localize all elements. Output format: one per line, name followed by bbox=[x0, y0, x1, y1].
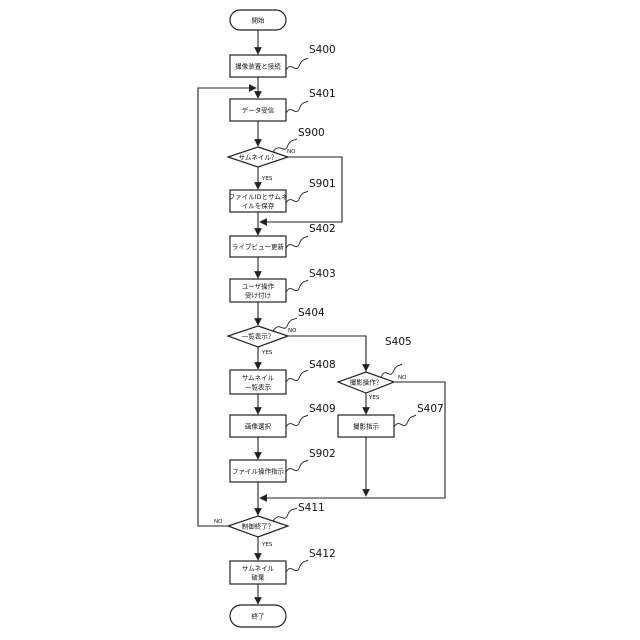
step-label-s407: S407 bbox=[417, 403, 444, 415]
branch-s411-no: NO bbox=[214, 519, 223, 525]
step-label-s405: S405 bbox=[385, 336, 412, 348]
label-s412-line1: サムネイル bbox=[242, 565, 275, 573]
label-s408-line1: サムネイル bbox=[242, 374, 275, 382]
label-s900: サムネイル？ bbox=[239, 154, 278, 162]
label-s902: ファイル操作指示 bbox=[232, 467, 285, 476]
label-s405: 撮影操作？ bbox=[350, 378, 383, 387]
label-s403-line2: 受け付け bbox=[245, 291, 271, 300]
branch-s411-yes: YES bbox=[261, 542, 273, 548]
label-s400: 撮像装置と接続 bbox=[235, 62, 281, 71]
step-label-s400: S400 bbox=[309, 44, 336, 56]
step-label-s412: S412 bbox=[309, 548, 336, 560]
leader-s901 bbox=[286, 191, 308, 203]
leader-s402 bbox=[286, 236, 308, 248]
branch-s405-no: NO bbox=[398, 375, 407, 381]
step-leaders bbox=[273, 58, 416, 572]
branch-s405-yes: YES bbox=[368, 395, 380, 401]
step-label-s404: S404 bbox=[298, 307, 325, 319]
label-s901-line2: イルを保存 bbox=[242, 201, 275, 210]
label-start: 開始 bbox=[252, 16, 266, 25]
step-label-s408: S408 bbox=[309, 359, 336, 371]
leader-s400 bbox=[286, 58, 308, 70]
label-s403-line1: ユーザ操作 bbox=[242, 282, 275, 291]
leader-s408 bbox=[286, 370, 308, 382]
branch-s900-yes: YES bbox=[261, 176, 273, 182]
label-s409: 画像選択 bbox=[245, 422, 272, 431]
step-label-s402: S402 bbox=[309, 223, 336, 235]
label-s401: データ受信 bbox=[242, 106, 275, 115]
leader-s407 bbox=[394, 415, 416, 427]
label-s404: 一覧表示？ bbox=[242, 332, 275, 341]
leader-s411 bbox=[273, 508, 297, 521]
label-s901-line1: ファイルIDとサムネ bbox=[229, 193, 288, 201]
edge-s405-no bbox=[260, 382, 445, 498]
step-label-s900: S900 bbox=[298, 127, 325, 139]
step-label-s902: S902 bbox=[309, 448, 336, 460]
label-s411: 制御終了？ bbox=[242, 522, 275, 531]
branch-s900-no: NO bbox=[287, 149, 296, 155]
label-s407: 撮影指示 bbox=[353, 422, 380, 431]
step-labels: S400 S401 S900 S901 S402 S403 S404 S405 … bbox=[298, 44, 444, 560]
step-label-s411: S411 bbox=[298, 502, 325, 514]
label-s402: ライブビュー更新 bbox=[232, 242, 285, 251]
leader-s412 bbox=[286, 560, 308, 572]
leader-s403 bbox=[286, 280, 308, 292]
branch-s404-no: NO bbox=[288, 328, 297, 334]
label-s408-line2: 一覧表示 bbox=[245, 383, 272, 392]
step-label-s401: S401 bbox=[309, 88, 336, 100]
step-label-s409: S409 bbox=[309, 403, 336, 415]
label-s412-line2: 破棄 bbox=[252, 573, 266, 582]
leader-s401 bbox=[286, 101, 308, 113]
leader-s902 bbox=[286, 460, 308, 472]
step-label-s403: S403 bbox=[309, 268, 336, 280]
leader-s409 bbox=[286, 415, 308, 427]
label-end: 終了 bbox=[252, 612, 265, 621]
branch-s404-yes: YES bbox=[261, 350, 273, 356]
step-label-s901: S901 bbox=[309, 178, 336, 190]
